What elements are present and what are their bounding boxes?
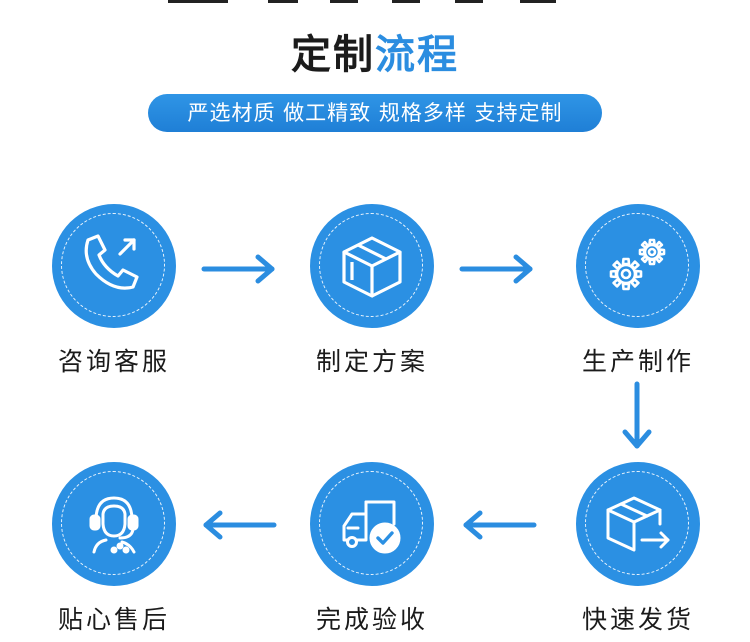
step-label: 咨询客服	[57, 347, 170, 376]
top-decoration	[168, 0, 556, 3]
step-label: 完成验收	[315, 605, 428, 634]
step-plan: 制定方案	[310, 204, 434, 376]
gears-icon	[609, 238, 666, 291]
step-label: 制定方案	[315, 347, 428, 376]
step-ship: 快速发货	[576, 462, 700, 634]
step-circle	[52, 462, 176, 586]
arrow-right-icon	[459, 254, 533, 284]
package-ship-icon	[606, 496, 670, 552]
step-circle	[576, 204, 700, 328]
step-label: 生产制作	[581, 347, 694, 376]
subtitle-pill: 严选材质 做工精致 规格多样 支持定制	[148, 94, 602, 132]
arrow-left-icon	[203, 510, 277, 540]
step-circle	[310, 462, 434, 586]
title-part-2: 流程	[375, 32, 459, 78]
title-part-1: 定制	[291, 32, 375, 78]
arrow-down-icon	[622, 381, 652, 449]
arrow-left-icon	[463, 510, 537, 540]
step-produce: 生产制作	[576, 204, 700, 376]
page-title: 定制流程	[0, 30, 750, 80]
phone-icon	[84, 234, 139, 290]
step-accept: 完成验收	[310, 462, 434, 634]
headset-agent-icon	[89, 496, 139, 554]
step-circle	[310, 204, 434, 328]
step-circle	[52, 204, 176, 328]
box-icon	[342, 236, 402, 298]
step-label: 快速发货	[581, 605, 694, 634]
step-circle	[576, 462, 700, 586]
arrow-right-icon	[201, 254, 275, 284]
step-label: 贴心售后	[57, 605, 170, 634]
truck-check-icon	[342, 500, 401, 554]
step-aftersale: 贴心售后	[52, 462, 176, 634]
step-consult: 咨询客服	[52, 204, 176, 376]
